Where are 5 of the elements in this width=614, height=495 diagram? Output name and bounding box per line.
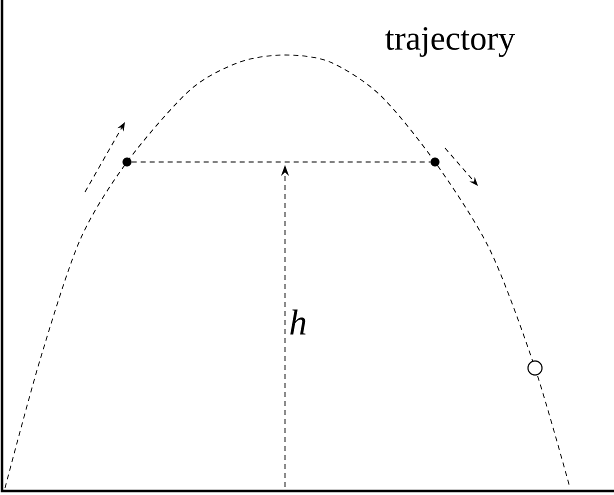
point-dot: [122, 158, 132, 166]
point-dot: [430, 158, 440, 166]
ball-marker: [527, 360, 543, 376]
trajectory-label: trajectory: [384, 26, 516, 58]
height-label: h: [288, 308, 308, 336]
